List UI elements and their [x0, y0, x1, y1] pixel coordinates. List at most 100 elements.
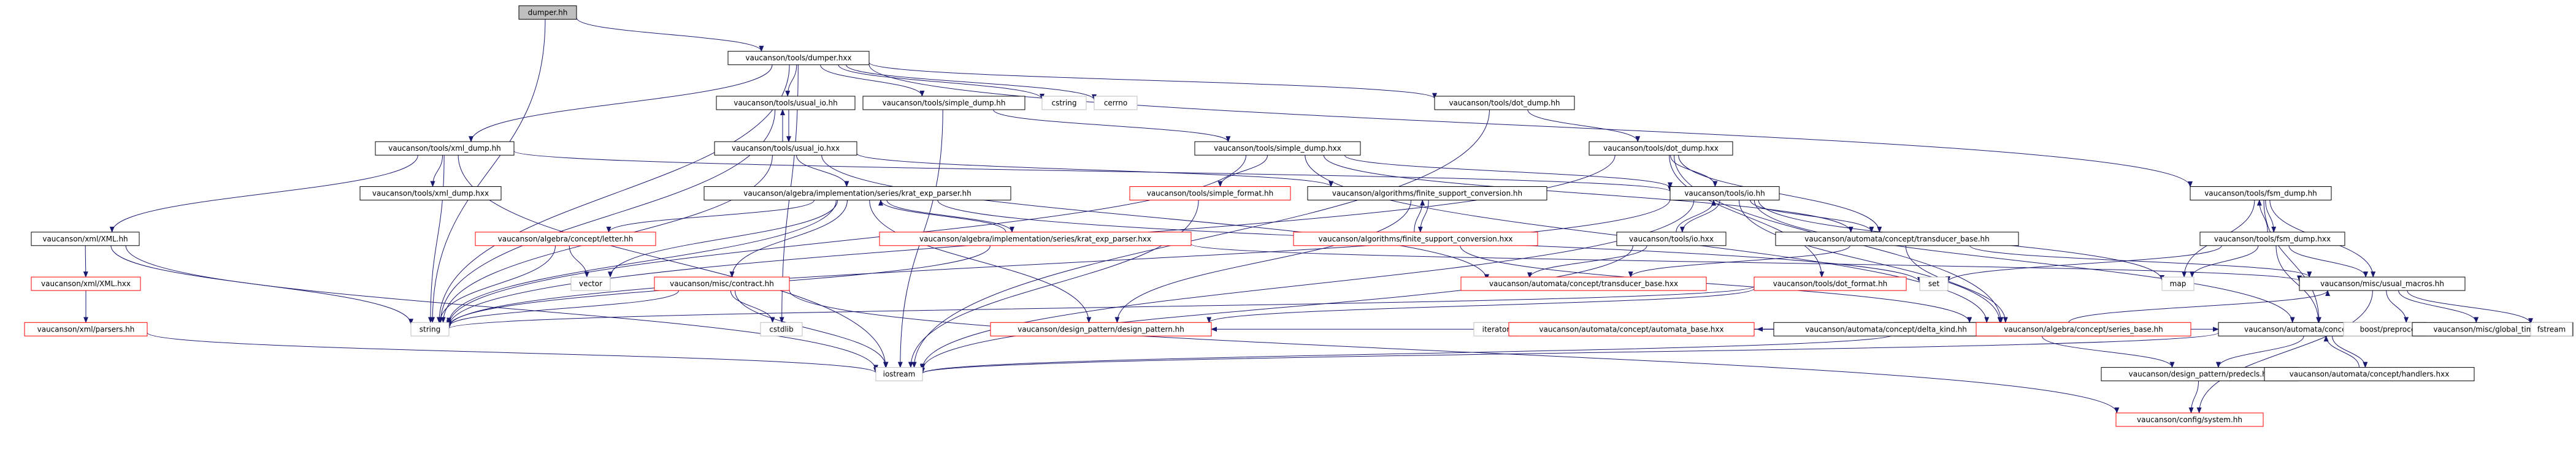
edge-xml_dump_hh-to-xml_dump_hxx	[430, 155, 443, 188]
edge-dot_format_hh-to-string	[447, 286, 1755, 330]
node-xml_parsers_hh[interactable]: vaucanson/xml/parsers.hh	[24, 322, 148, 336]
node-box	[1616, 232, 1727, 246]
node-dot_dump_hh[interactable]: vaucanson/tools/dot_dump.hh	[1434, 96, 1575, 110]
edge-usual_io_hxx-to-finite_support_conv_hh	[856, 153, 1333, 188]
node-automata_base_hxx[interactable]: vaucanson/automata/concept/automata_base…	[1508, 322, 1755, 336]
node-map[interactable]: map	[2161, 276, 2195, 291]
node-label: cerrno	[1104, 99, 1127, 107]
node-dumper_hxx[interactable]: vaucanson/tools/dumper.hxx	[727, 51, 870, 66]
node-simple_dump_hh[interactable]: vaucanson/tools/simple_dump.hh	[862, 96, 1025, 110]
node-xml_dump_hh[interactable]: vaucanson/tools/xml_dump.hh	[375, 141, 515, 156]
node-label: vaucanson/automata/concept/transducer_ba…	[1804, 235, 1990, 243]
node-iterator[interactable]: iterator	[1473, 322, 1519, 336]
node-root[interactable]: dumper.hh	[518, 5, 577, 20]
node-fsm_dump_hxx[interactable]: vaucanson/tools/fsm_dump.hxx	[2199, 232, 2345, 246]
node-transducer_base_hh[interactable]: vaucanson/automata/concept/transducer_ba…	[1775, 232, 2019, 246]
edge-fsm_dump_hxx-to-handlers_hh	[2275, 245, 2321, 324]
node-xml_hxx[interactable]: vaucanson/xml/XML.hxx	[31, 276, 141, 291]
node-set[interactable]: set	[1919, 276, 1949, 291]
node-fstream[interactable]: fstream	[2530, 322, 2573, 336]
node-box	[2299, 276, 2466, 291]
node-krat_exp_parser_hxx[interactable]: vaucanson/algebra/implementation/series/…	[879, 232, 1192, 246]
node-cerrno[interactable]: cerrno	[1094, 96, 1138, 110]
edge-xml_dump_hh-to-io_hh	[513, 150, 1673, 192]
edge-krat_exp_parser_hh-to-krat_exp_parser_hxx	[886, 200, 1014, 233]
node-letter_hh[interactable]: vaucanson/algebra/concept/letter.hh	[475, 232, 656, 246]
edge-contract_hh-to-string	[447, 290, 679, 327]
node-cstdlib[interactable]: cstdlib	[760, 322, 803, 336]
node-box	[879, 232, 1192, 246]
node-box	[2115, 412, 2264, 427]
edge-dumper_hxx-to-dot_dump_hh	[868, 62, 1437, 99]
node-label: vaucanson/algebra/concept/letter.hh	[498, 235, 634, 243]
edge-dot_dump_hh-to-dot_dump_hxx	[1527, 109, 1641, 143]
node-usual_macros_hh[interactable]: vaucanson/misc/usual_macros.hh	[2299, 276, 2466, 291]
node-label: vaucanson/tools/dot_dump.hxx	[1603, 144, 1719, 153]
node-design_pattern_hh[interactable]: vaucanson/design_pattern/design_pattern.…	[990, 322, 1212, 336]
edge-xml_hh-to-iostream	[125, 245, 878, 371]
node-handlers_hxx[interactable]: vaucanson/automata/concept/handlers.hxx	[2264, 367, 2475, 382]
edge-handlers_hh-to-handlers_hxx	[2332, 336, 2368, 368]
edge-fsm_dump_hh-to-fsm_dump_hxx	[2265, 200, 2277, 233]
edge-xml_dump_hh-to-xml_hh	[109, 155, 418, 233]
edge-dumper_hxx-to-cstring	[838, 64, 1045, 100]
node-label: dumper.hh	[528, 8, 568, 17]
node-label: cstdlib	[769, 325, 793, 333]
edge-finite_support_conv_hh-to-design_pattern_hh	[1114, 200, 1412, 324]
edge-fsm_dump_hxx-to-usual_macros_hh	[2288, 245, 2369, 278]
node-finite_support_conv_hh[interactable]: vaucanson/algorithms/finite_support_conv…	[1307, 186, 1547, 200]
node-xml_hh[interactable]: vaucanson/xml/XML.hh	[31, 232, 140, 246]
node-usual_io_hh[interactable]: vaucanson/tools/usual_io.hh	[716, 96, 856, 110]
node-finite_support_conv_hxx[interactable]: vaucanson/algorithms/finite_support_conv…	[1293, 232, 1538, 246]
node-xml_dump_hxx[interactable]: vaucanson/tools/xml_dump.hxx	[359, 186, 502, 200]
node-iostream[interactable]: iostream	[875, 367, 923, 382]
node-label: vaucanson/misc/global_timer.hh	[2433, 325, 2551, 333]
node-box	[1041, 96, 1087, 110]
edge-transducer_base_hh-to-transducer_base_hxx	[1628, 245, 1850, 278]
node-vector[interactable]: vector	[570, 276, 611, 291]
edge-root-to-string	[430, 19, 546, 324]
node-io_hxx[interactable]: vaucanson/tools/io.hxx	[1616, 232, 1727, 246]
edge-simple_format_hh-to-iostream	[908, 200, 1199, 368]
node-dot_dump_hxx[interactable]: vaucanson/tools/dot_dump.hxx	[1589, 141, 1733, 156]
node-label: cstring	[1051, 99, 1076, 107]
node-simple_dump_hxx[interactable]: vaucanson/tools/simple_dump.hxx	[1194, 141, 1361, 156]
edge-dumper_hxx-to-string	[436, 64, 790, 324]
edge-handlers_hxx-to-handlers_hh	[2323, 335, 2359, 368]
node-box	[1754, 276, 1907, 291]
edge-layer	[83, 17, 2533, 414]
node-box	[375, 141, 515, 156]
edge-usual_macros_hh-to-global_timer_hh	[2398, 290, 2479, 324]
node-label: map	[2170, 279, 2187, 288]
edge-automata_base_hh-to-predecls_hh	[2042, 336, 2175, 368]
node-usual_io_hxx[interactable]: vaucanson/tools/usual_io.hxx	[714, 141, 857, 156]
edge-fsm_dump_hxx-to-fsm_dump_hh	[2256, 199, 2268, 232]
node-box	[31, 276, 141, 291]
edge-krat_exp_parser_hxx-to-krat_exp_parser_hh	[878, 199, 1006, 232]
node-box	[862, 96, 1025, 110]
edge-finite_support_conv_hh-to-finite_support_conv_hxx	[1417, 200, 1429, 233]
edge-dumper_hxx-to-fsm_dump_hh	[868, 64, 2193, 188]
edge-fsm_dump_hxx-to-set	[1945, 245, 2222, 282]
edge-simple_dump_hxx-to-simple_format_hh	[1217, 155, 1268, 188]
node-io_hh[interactable]: vaucanson/tools/io.hh	[1669, 186, 1780, 200]
node-contract_hh[interactable]: vaucanson/misc/contract.hh	[654, 276, 790, 291]
node-simple_format_hh[interactable]: vaucanson/tools/simple_format.hh	[1129, 186, 1291, 200]
node-label: vaucanson/tools/io.hxx	[1629, 235, 1714, 243]
node-dot_format_hh[interactable]: vaucanson/tools/dot_format.hh	[1754, 276, 1907, 291]
edge-automata_base_hh-to-iostream	[920, 333, 1895, 374]
node-box	[1775, 232, 2019, 246]
node-cstring[interactable]: cstring	[1041, 96, 1087, 110]
node-transducer_base_hxx[interactable]: vaucanson/automata/concept/transducer_ba…	[1460, 276, 1707, 291]
node-label: vaucanson/automata/concept/automata_base…	[1539, 325, 1723, 333]
node-series_base_hh[interactable]: vaucanson/algebra/concept/series_base.hh	[1976, 322, 2191, 336]
node-box	[1589, 141, 1733, 156]
node-fsm_dump_hh[interactable]: vaucanson/tools/fsm_dump.hh	[2190, 186, 2332, 200]
node-system_hh[interactable]: vaucanson/config/system.hh	[2115, 412, 2264, 427]
node-label: vaucanson/xml/XML.hxx	[41, 279, 131, 288]
node-krat_exp_parser_hh[interactable]: vaucanson/algebra/implementation/series/…	[703, 186, 1011, 200]
node-box	[654, 276, 790, 291]
node-delta_kind_hh[interactable]: vaucanson/automata/concept/delta_kind.hh	[1773, 322, 1999, 336]
node-string[interactable]: string	[410, 322, 450, 336]
node-box	[1508, 322, 1755, 336]
